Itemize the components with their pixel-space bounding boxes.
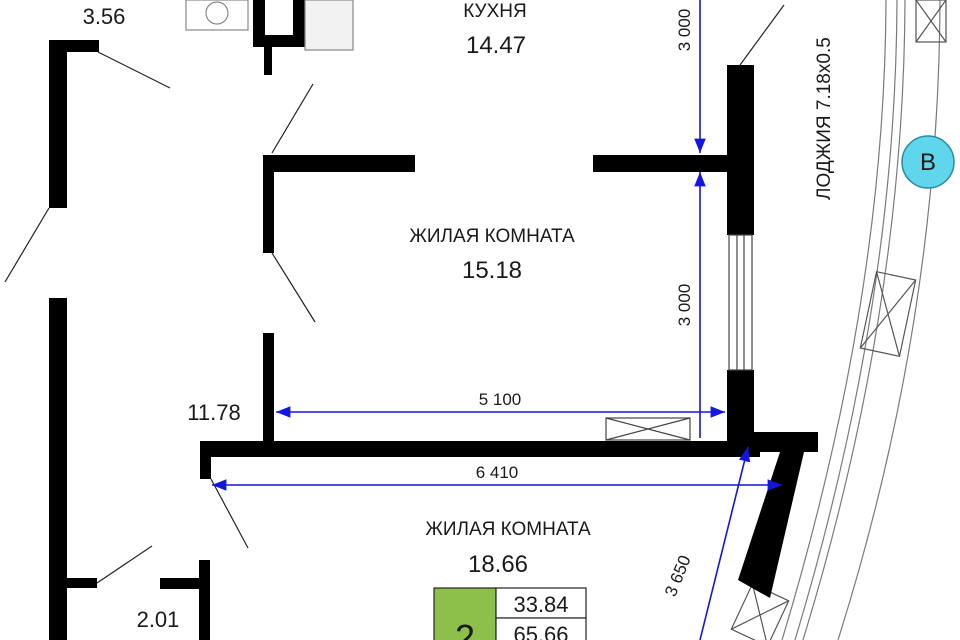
loggia-window-frames	[730, 0, 947, 640]
living-room-2-name: ЖИЛАЯ КОМНАТА	[425, 519, 591, 540]
area-summary: 2 33.84 65.66	[433, 587, 587, 640]
wall	[264, 45, 272, 75]
wall	[253, 0, 265, 45]
radiator	[605, 417, 691, 441]
loggia-label: ЛОДЖИЯ 7.18х0.5	[814, 37, 835, 200]
wall	[67, 578, 97, 588]
diagonal-dim	[699, 446, 751, 640]
kitchen-area: 14.47	[466, 32, 526, 59]
window	[728, 234, 753, 371]
kitchen-counter	[304, 0, 354, 51]
wall	[263, 333, 274, 443]
living-room-2-area: 18.66	[468, 551, 528, 578]
rooms-count-cell	[433, 587, 497, 640]
wall	[253, 35, 305, 47]
wall	[740, 432, 818, 452]
door-swings	[4, 51, 316, 584]
wall	[593, 155, 728, 172]
wall	[200, 441, 211, 479]
living-area-cell	[495, 587, 587, 619]
wall	[49, 50, 67, 208]
kitchen-height-label: 3 000	[675, 9, 694, 52]
living-width-label: 5 100	[479, 390, 522, 409]
wall	[49, 298, 67, 640]
living-room-1-area: 15.18	[462, 257, 522, 284]
wall	[200, 441, 760, 457]
wall	[263, 155, 415, 172]
bottom-left-area: 2.01	[137, 607, 180, 632]
total-area-cell	[495, 617, 587, 640]
total-area: 65.66	[513, 622, 568, 640]
wall-curved-segment	[738, 452, 804, 598]
stove	[185, 0, 249, 31]
corridor-area: 11.78	[187, 400, 240, 425]
loggia-leader-line	[739, 4, 785, 66]
kitchen-appliances	[185, 0, 354, 51]
wall	[199, 560, 210, 640]
dimension-lines	[212, 0, 782, 640]
top-left-area: 3.56	[83, 4, 126, 29]
walls	[49, 0, 818, 640]
rooms-count: 2	[455, 617, 475, 640]
wall	[293, 0, 305, 45]
kitchen-name: КУХНЯ	[463, 1, 526, 22]
wall	[160, 578, 210, 589]
living-room-1-name: ЖИЛАЯ КОМНАТА	[409, 226, 575, 247]
section-marker-label: В	[920, 149, 936, 176]
wall	[727, 65, 754, 235]
section-marker-circle	[901, 135, 955, 189]
loggia-outline	[781, 0, 941, 640]
wall	[49, 40, 99, 52]
wall	[263, 155, 274, 253]
living-height-label: 3 000	[675, 284, 694, 327]
room2-width-label: 6 410	[476, 463, 519, 482]
diagonal-label: 3 650	[661, 553, 695, 600]
living-area: 33.84	[513, 592, 568, 617]
